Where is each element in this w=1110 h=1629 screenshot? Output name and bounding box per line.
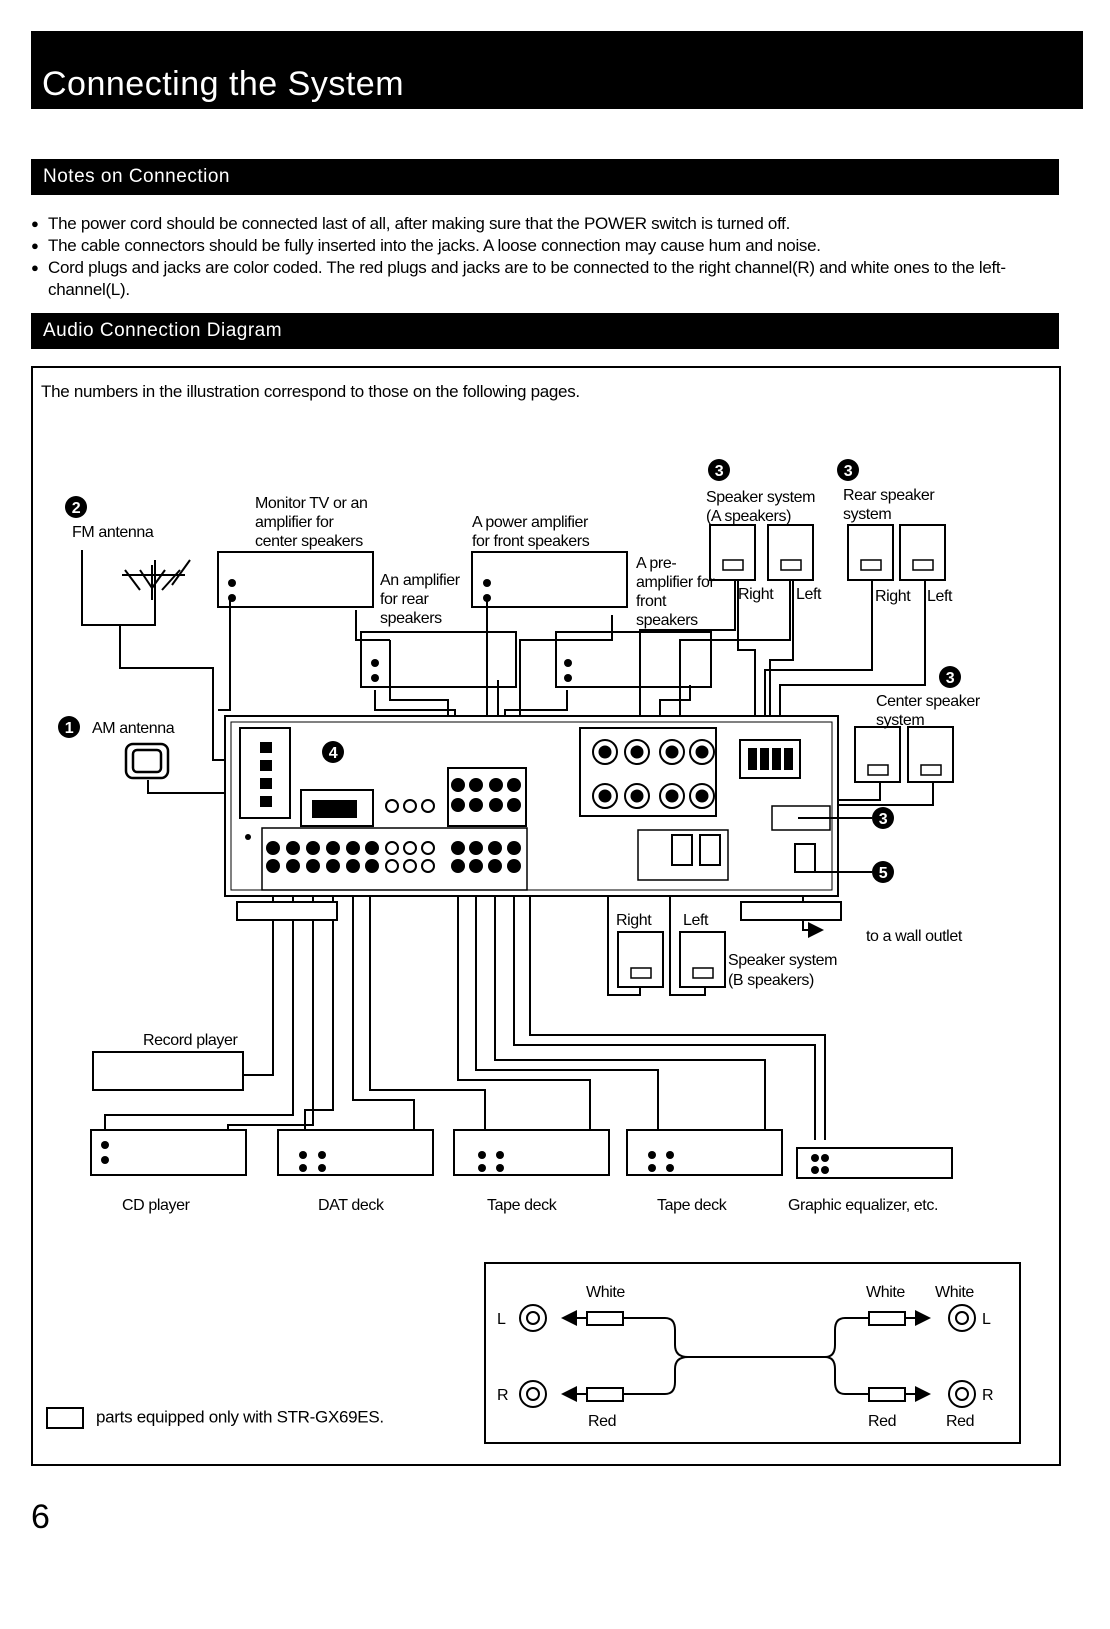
number-badges: 2 1 3 3 3 4 3 5: [58, 459, 961, 883]
badge-3-rear: 3: [844, 463, 853, 480]
note-item: The power cord should be connected last …: [31, 213, 1071, 235]
notes-heading-bar: Notes on Connection: [31, 159, 1059, 195]
notes-heading: Notes on Connection: [43, 166, 230, 187]
label-jack-l-right: L: [982, 1311, 991, 1328]
label-left-b: Left: [683, 912, 709, 929]
label-red-mid: Red: [868, 1413, 896, 1430]
label-jack-l-left: L: [497, 1311, 506, 1328]
legend-text: parts equipped only with STR-GX69ES.: [96, 1407, 384, 1427]
label-fm-antenna: FM antenna: [72, 524, 154, 541]
notes-list: The power cord should be connected last …: [31, 213, 1071, 301]
note-item: Cord plugs and jacks are color coded. Th…: [31, 257, 1071, 301]
label-spk-a-1: Speaker system: [706, 489, 815, 506]
am-antenna: [124, 742, 170, 780]
label-center-spk-1: Center speaker: [876, 693, 981, 710]
note-item: The cable connectors should be fully ins…: [31, 235, 1071, 257]
label-am-antenna: AM antenna: [92, 720, 175, 737]
label-rear-amp-2: for rear: [380, 591, 429, 608]
page-number: 6: [31, 1498, 50, 1536]
badge-4-selector: 4: [329, 745, 338, 762]
badge-3-terminals: 3: [879, 811, 888, 828]
label-rear-spk-2: system: [843, 506, 891, 523]
label-white-mid: White: [866, 1284, 905, 1301]
receiver-rear-panel: [224, 715, 842, 921]
label-preamp-1: A pre-: [636, 555, 676, 572]
label-preamp-3: front: [636, 593, 667, 610]
label-right-b: Right: [616, 912, 652, 929]
diagram-heading-bar: Audio Connection Diagram: [31, 313, 1059, 349]
amp-jacks: [228, 579, 572, 682]
source-components: [90, 1051, 953, 1179]
label-right-rear: Right: [875, 588, 911, 605]
label-record-player: Record player: [143, 1032, 238, 1049]
speakers: [617, 524, 954, 988]
label-graphic-eq: Graphic equalizer, etc.: [788, 1197, 938, 1214]
label-white-left: White: [586, 1284, 625, 1301]
label-monitor-tv-3: center speakers: [255, 533, 363, 550]
badge-5-power: 5: [879, 865, 888, 882]
speaker-terminals: [630, 559, 942, 979]
legend: parts equipped only with STR-GX69ES.: [46, 1407, 384, 1429]
label-rear-spk-1: Rear speaker: [843, 487, 935, 504]
cable-color-inset: [484, 1262, 1021, 1444]
diagram-labels: FM antenna AM antenna Monitor TV or an a…: [72, 487, 994, 1430]
label-monitor-tv-2: amplifier for: [255, 514, 334, 531]
label-left-rear: Left: [927, 588, 953, 605]
label-power-amp-2: for front speakers: [472, 533, 590, 550]
fm-antenna: [122, 559, 191, 600]
label-right-a: Right: [738, 586, 774, 603]
label-preamp-4: speakers: [636, 612, 698, 629]
label-preamp-2: amplifier for: [636, 574, 715, 591]
badge-3-speaker-a: 3: [715, 463, 724, 480]
badge-leaders: [798, 817, 872, 873]
label-jack-r-left: R: [497, 1387, 508, 1404]
label-spk-b-2: (B speakers): [728, 972, 814, 989]
label-red-left: Red: [588, 1413, 616, 1430]
label-rear-amp-1: An amplifier: [380, 572, 461, 589]
external-amplifiers: [217, 551, 712, 688]
label-rear-amp-3: speakers: [380, 610, 442, 627]
label-tape-deck-1: Tape deck: [487, 1197, 558, 1214]
diagram-frame: [31, 366, 1061, 1466]
label-left-a: Left: [796, 586, 822, 603]
label-white-right: White: [935, 1284, 974, 1301]
label-tape-deck-2: Tape deck: [657, 1197, 728, 1214]
badge-3-center: 3: [946, 670, 955, 687]
page-title: Connecting the System: [42, 65, 405, 103]
label-spk-a-2: (A speakers): [706, 508, 791, 525]
label-wall-outlet: to a wall outlet: [866, 928, 963, 945]
label-cd-player: CD player: [122, 1197, 191, 1214]
label-power-amp-1: A power amplifier: [472, 514, 589, 531]
label-monitor-tv-1: Monitor TV or an: [255, 495, 367, 512]
label-jack-r-right: R: [982, 1387, 993, 1404]
label-spk-b-1: Speaker system: [728, 952, 837, 969]
badge-2-fm: 2: [72, 500, 81, 517]
label-dat-deck: DAT deck: [318, 1197, 385, 1214]
label-center-spk-2: system: [876, 712, 924, 729]
component-jacks: [101, 1141, 829, 1174]
legend-swatch: [46, 1407, 84, 1429]
diagram-intro: The numbers in the illustration correspo…: [41, 382, 580, 401]
badge-1-am: 1: [65, 720, 74, 737]
label-red-right: Red: [946, 1413, 974, 1430]
diagram-heading: Audio Connection Diagram: [43, 320, 283, 341]
title-bar: Connecting the System: [31, 31, 1083, 109]
